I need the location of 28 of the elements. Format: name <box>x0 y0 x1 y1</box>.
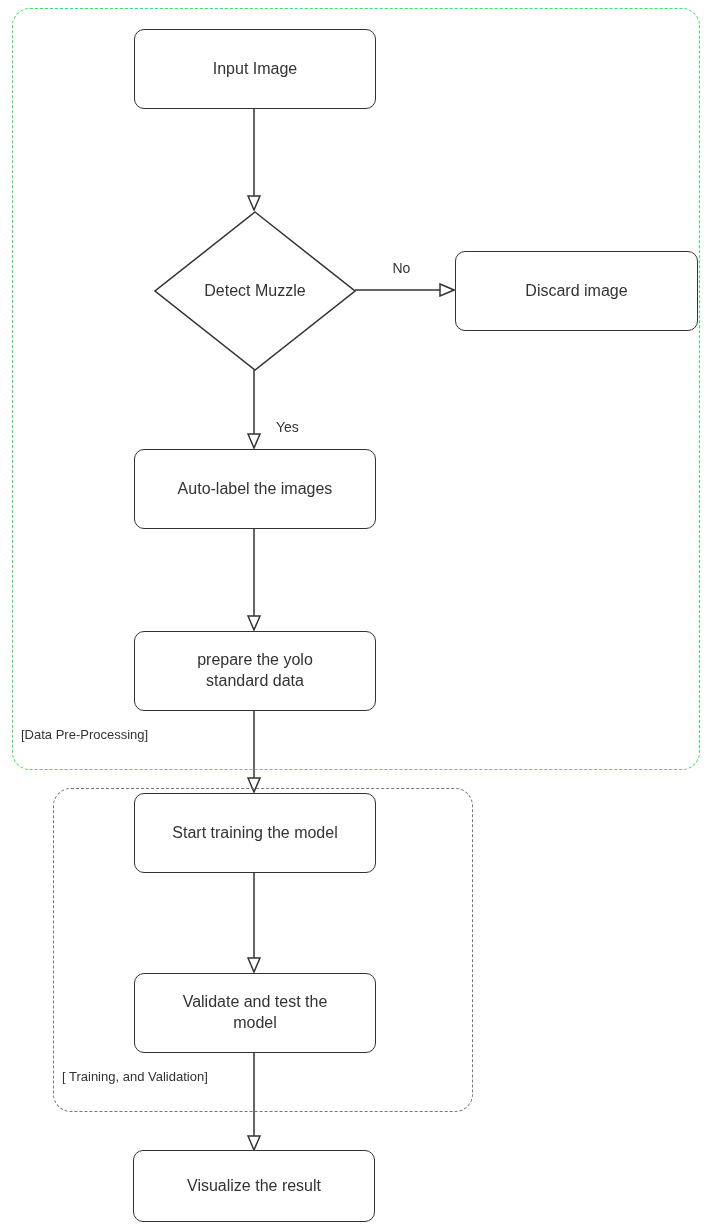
step-label: Auto-label the images <box>177 478 333 499</box>
group-title: [ Training, and Validation] <box>62 1069 208 1084</box>
group-frame <box>12 8 700 770</box>
step-label: prepare the yolo standard data <box>196 650 314 691</box>
edge-label: No <box>390 260 413 276</box>
process-box <box>134 973 376 1053</box>
edge-label: Yes <box>274 419 301 435</box>
step-label: Validate and test the model <box>181 992 329 1033</box>
group-frame <box>53 788 473 1112</box>
group-title: [Data Pre-Processing] <box>21 727 149 742</box>
step-label: Input Image <box>212 58 298 79</box>
arrow <box>247 107 261 211</box>
arrow <box>247 369 261 449</box>
arrow <box>247 1051 261 1151</box>
arrow <box>247 871 261 973</box>
process-box <box>133 1150 375 1222</box>
process-box <box>455 251 698 331</box>
arrow <box>354 283 455 297</box>
process-box <box>134 631 376 711</box>
process-box <box>134 29 376 109</box>
arrow <box>247 709 261 793</box>
step-label: Discard image <box>525 280 628 301</box>
process-box <box>134 793 376 873</box>
decision-label: Detect Muzzle <box>204 282 306 300</box>
step-label: Start training the model <box>172 822 338 843</box>
step-label: Visualize the result <box>187 1175 321 1196</box>
arrow <box>247 527 261 631</box>
process-box <box>134 449 376 529</box>
